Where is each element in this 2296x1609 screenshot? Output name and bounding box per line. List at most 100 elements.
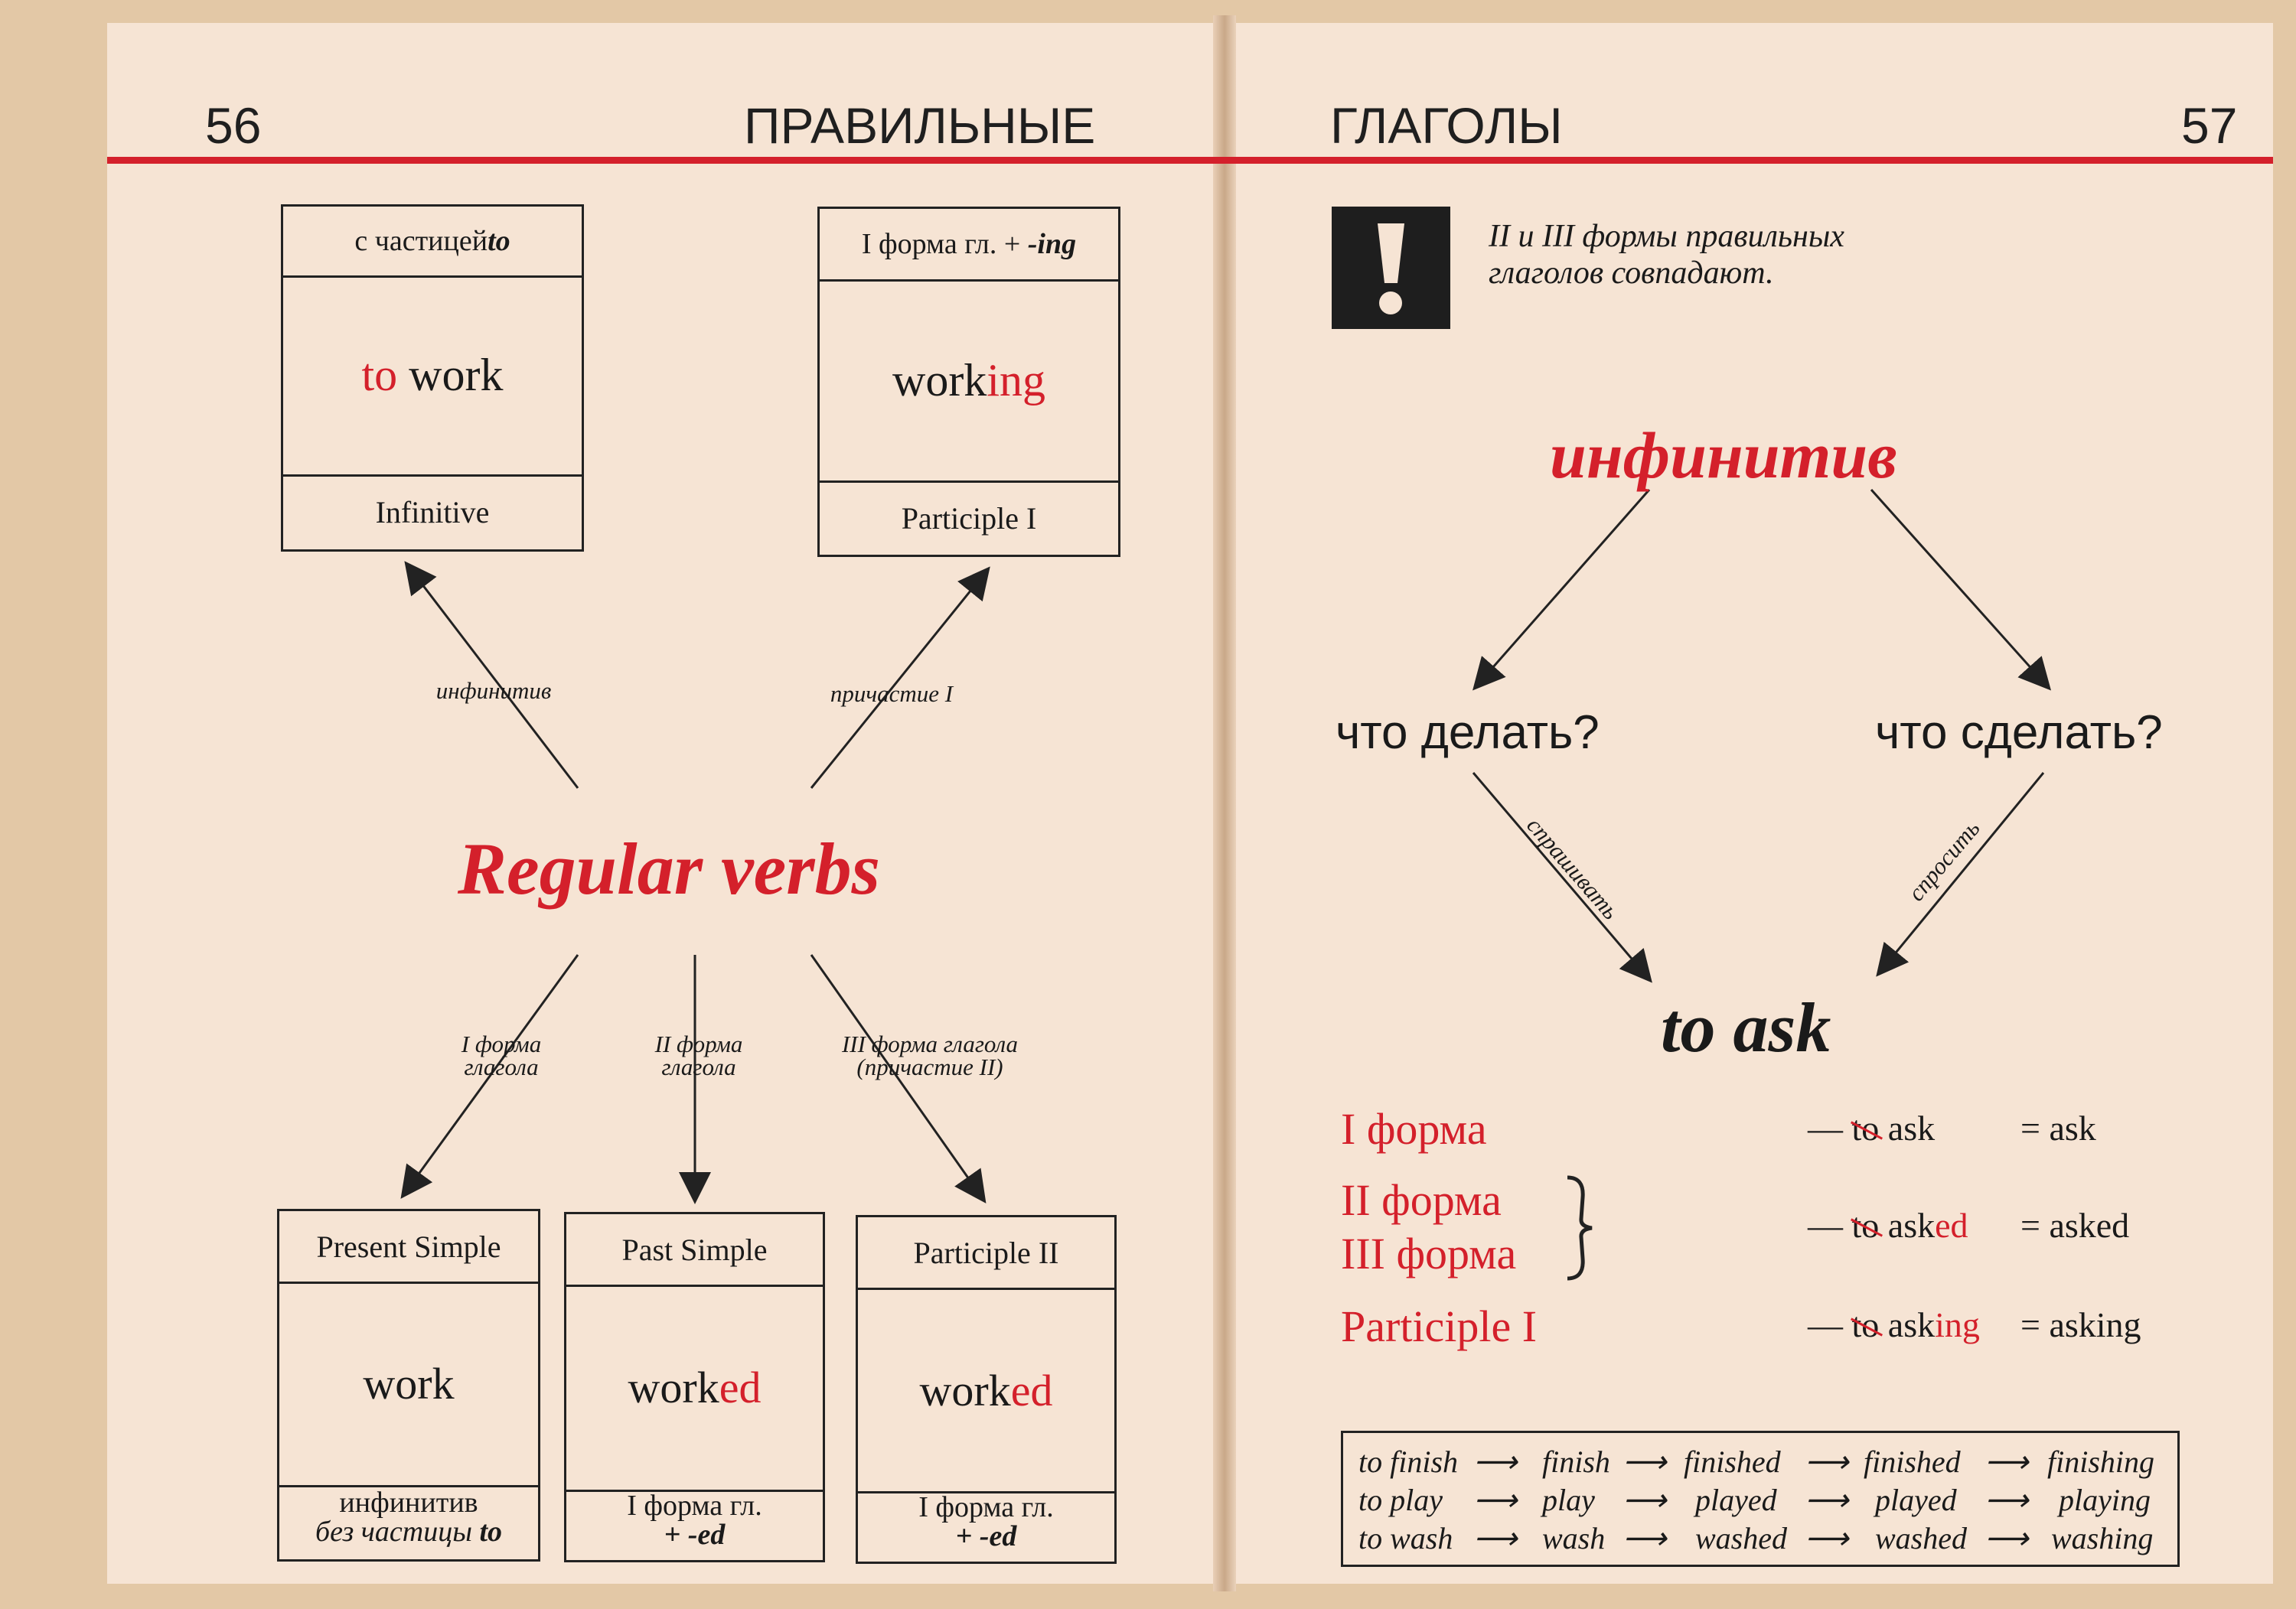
present-simple-footer-line1: инфинитив bbox=[339, 1487, 478, 1519]
present-simple-footer: инфинитив без частицы to bbox=[279, 1488, 538, 1546]
form1-result: = ask bbox=[2020, 1109, 2096, 1148]
present-simple-header: Present Simple bbox=[316, 1229, 501, 1264]
question-right: что сделать? bbox=[1875, 706, 2163, 759]
example-wash-participle: washing bbox=[2051, 1521, 2154, 1555]
infinitive-box-footer: Infinitive bbox=[375, 494, 490, 529]
examples-box: to finish ⟶ finish ⟶ finished ⟶ finished… bbox=[1341, 1431, 2180, 1567]
example-wash-form1: wash bbox=[1542, 1521, 1606, 1555]
past-simple-word-base: work bbox=[628, 1362, 719, 1412]
regular-verbs-title: Regular verbs bbox=[458, 828, 880, 910]
branch-label-form2-line1: II форма bbox=[654, 1031, 743, 1057]
participle2-footer-line2: + -ed bbox=[955, 1520, 1017, 1552]
present-simple-word: work bbox=[363, 1358, 455, 1409]
form2-base: ask bbox=[1879, 1206, 1936, 1245]
form2-dash: — bbox=[1808, 1206, 1852, 1245]
question-left: что делать? bbox=[1336, 706, 1600, 759]
branch-label-form1: I форма глагола bbox=[429, 1031, 574, 1080]
participle1-box-footer: Participle I bbox=[901, 500, 1037, 536]
infinitive-header-particle: to bbox=[488, 225, 510, 257]
exclamation-icon bbox=[1332, 207, 1450, 329]
participle1-word-base: work bbox=[892, 354, 987, 406]
participle2-header: Participle II bbox=[913, 1235, 1059, 1270]
note-text: II и III формы правильных глаголов совпа… bbox=[1489, 218, 1844, 292]
form2-suffix: ed bbox=[1935, 1206, 1968, 1245]
form2-result: = asked bbox=[2020, 1206, 2130, 1245]
example-finish-form3: finished bbox=[1864, 1445, 1961, 1479]
example-row-play: to play ⟶ play ⟶ played ⟶ played ⟶ playi… bbox=[1358, 1483, 2151, 1517]
present-simple-box: Present Simple work инфинитив без частиц… bbox=[277, 1209, 540, 1562]
example-play-form1: play bbox=[1542, 1483, 1595, 1517]
branch-label-form1-line1: I форма bbox=[461, 1031, 542, 1057]
past-simple-footer-line1: I форма гл. bbox=[627, 1490, 762, 1522]
participle2-word-base: work bbox=[919, 1365, 1011, 1415]
arrow-label-participle: причастие I bbox=[830, 680, 954, 707]
to-ask-word: to ask bbox=[1661, 989, 1831, 1067]
infinitive-box: с частицей to to work Infinitive bbox=[281, 204, 584, 552]
participle1-struck-particle: to bbox=[1851, 1305, 1880, 1344]
form2-expression: — to asked bbox=[1808, 1205, 1968, 1246]
branch-label-form3-line1: III форма глагола bbox=[841, 1031, 1019, 1057]
infinitive-word-particle: to bbox=[361, 350, 398, 400]
participle1-expression: — to asking bbox=[1808, 1304, 1980, 1345]
example-row-finish: to finish ⟶ finish ⟶ finished ⟶ finished… bbox=[1358, 1445, 2155, 1479]
participle1-word-suffix: ing bbox=[987, 354, 1045, 406]
participle1-base: ask bbox=[1879, 1305, 1936, 1344]
infinitive-title: инфинитив bbox=[1550, 419, 1897, 492]
example-finish-form1: finish bbox=[1542, 1445, 1610, 1479]
form1-struck-particle: to bbox=[1851, 1109, 1880, 1148]
curly-brace-icon bbox=[1567, 1175, 1593, 1281]
note-line1: II и III формы правильных bbox=[1489, 219, 1844, 254]
branch-label-form2-line2: глагола bbox=[661, 1054, 736, 1080]
participle1-header-suffix: -ing bbox=[1027, 228, 1077, 260]
past-simple-header: Past Simple bbox=[621, 1232, 768, 1267]
participle1-label: Participle I bbox=[1341, 1301, 1538, 1351]
left-page-title: ПРАВИЛЬНЫЕ bbox=[744, 97, 1096, 154]
participle1-suffix: ing bbox=[1935, 1305, 1980, 1344]
infinitive-header-text: с частицей bbox=[354, 225, 488, 257]
example-finish-participle: finishing bbox=[2047, 1445, 2155, 1479]
past-simple-footer-line2: + -ed bbox=[664, 1519, 726, 1551]
book-gutter bbox=[1213, 15, 1236, 1591]
infinitive-word: work bbox=[397, 350, 504, 400]
form1-expression: — to ask bbox=[1808, 1108, 1935, 1148]
past-simple-footer: I форма гл. + -ed bbox=[566, 1491, 823, 1549]
branch-label-form3: III форма глагола (причастие II) bbox=[815, 1031, 1045, 1079]
participle1-box-header: I форма гл. + -ing bbox=[820, 209, 1118, 279]
example-wash-form2: washed bbox=[1695, 1521, 1787, 1555]
arrow-label-infinitive: инфинитив bbox=[435, 677, 552, 704]
form2-label: II форма bbox=[1341, 1175, 1502, 1225]
participle2-footer-line1: I форма гл. bbox=[918, 1491, 1054, 1523]
form2-struck-particle: to bbox=[1851, 1206, 1880, 1245]
past-simple-word-suffix: ed bbox=[719, 1362, 762, 1412]
infinitive-box-word: to work bbox=[283, 278, 582, 473]
left-page bbox=[107, 23, 1217, 1584]
example-wash-form3: washed bbox=[1875, 1521, 1967, 1555]
branch-label-form2: II форма глагола bbox=[626, 1031, 771, 1080]
example-finish-form2: finished bbox=[1684, 1445, 1781, 1479]
example-play-form3: played bbox=[1875, 1483, 1957, 1517]
form3-label: III форма bbox=[1341, 1229, 1517, 1278]
note-line2: глаголов совпадают. bbox=[1489, 256, 1774, 291]
example-play-participle: playing bbox=[2059, 1483, 2151, 1517]
example-row-wash: to wash ⟶ wash ⟶ washed ⟶ washed ⟶ washi… bbox=[1358, 1521, 2154, 1555]
participle2-word-suffix: ed bbox=[1010, 1365, 1053, 1415]
participle2-footer: I форма гл. + -ed bbox=[858, 1493, 1114, 1551]
infinitive-box-header: с частицей to bbox=[283, 207, 582, 275]
example-finish-infinitive: to finish bbox=[1358, 1445, 1459, 1479]
branch-label-form1-line2: глагола bbox=[464, 1054, 539, 1080]
header-red-rule bbox=[107, 157, 2273, 164]
participle1-header-text: I форма гл. + bbox=[861, 228, 1028, 260]
participle1-result: = asking bbox=[2020, 1305, 2141, 1344]
example-play-form2: played bbox=[1695, 1483, 1777, 1517]
example-play-infinitive: to play bbox=[1358, 1483, 1443, 1517]
present-simple-footer-particle: to bbox=[479, 1516, 503, 1548]
example-wash-infinitive: to wash bbox=[1358, 1521, 1453, 1555]
right-page-number: 57 bbox=[2181, 97, 2238, 154]
